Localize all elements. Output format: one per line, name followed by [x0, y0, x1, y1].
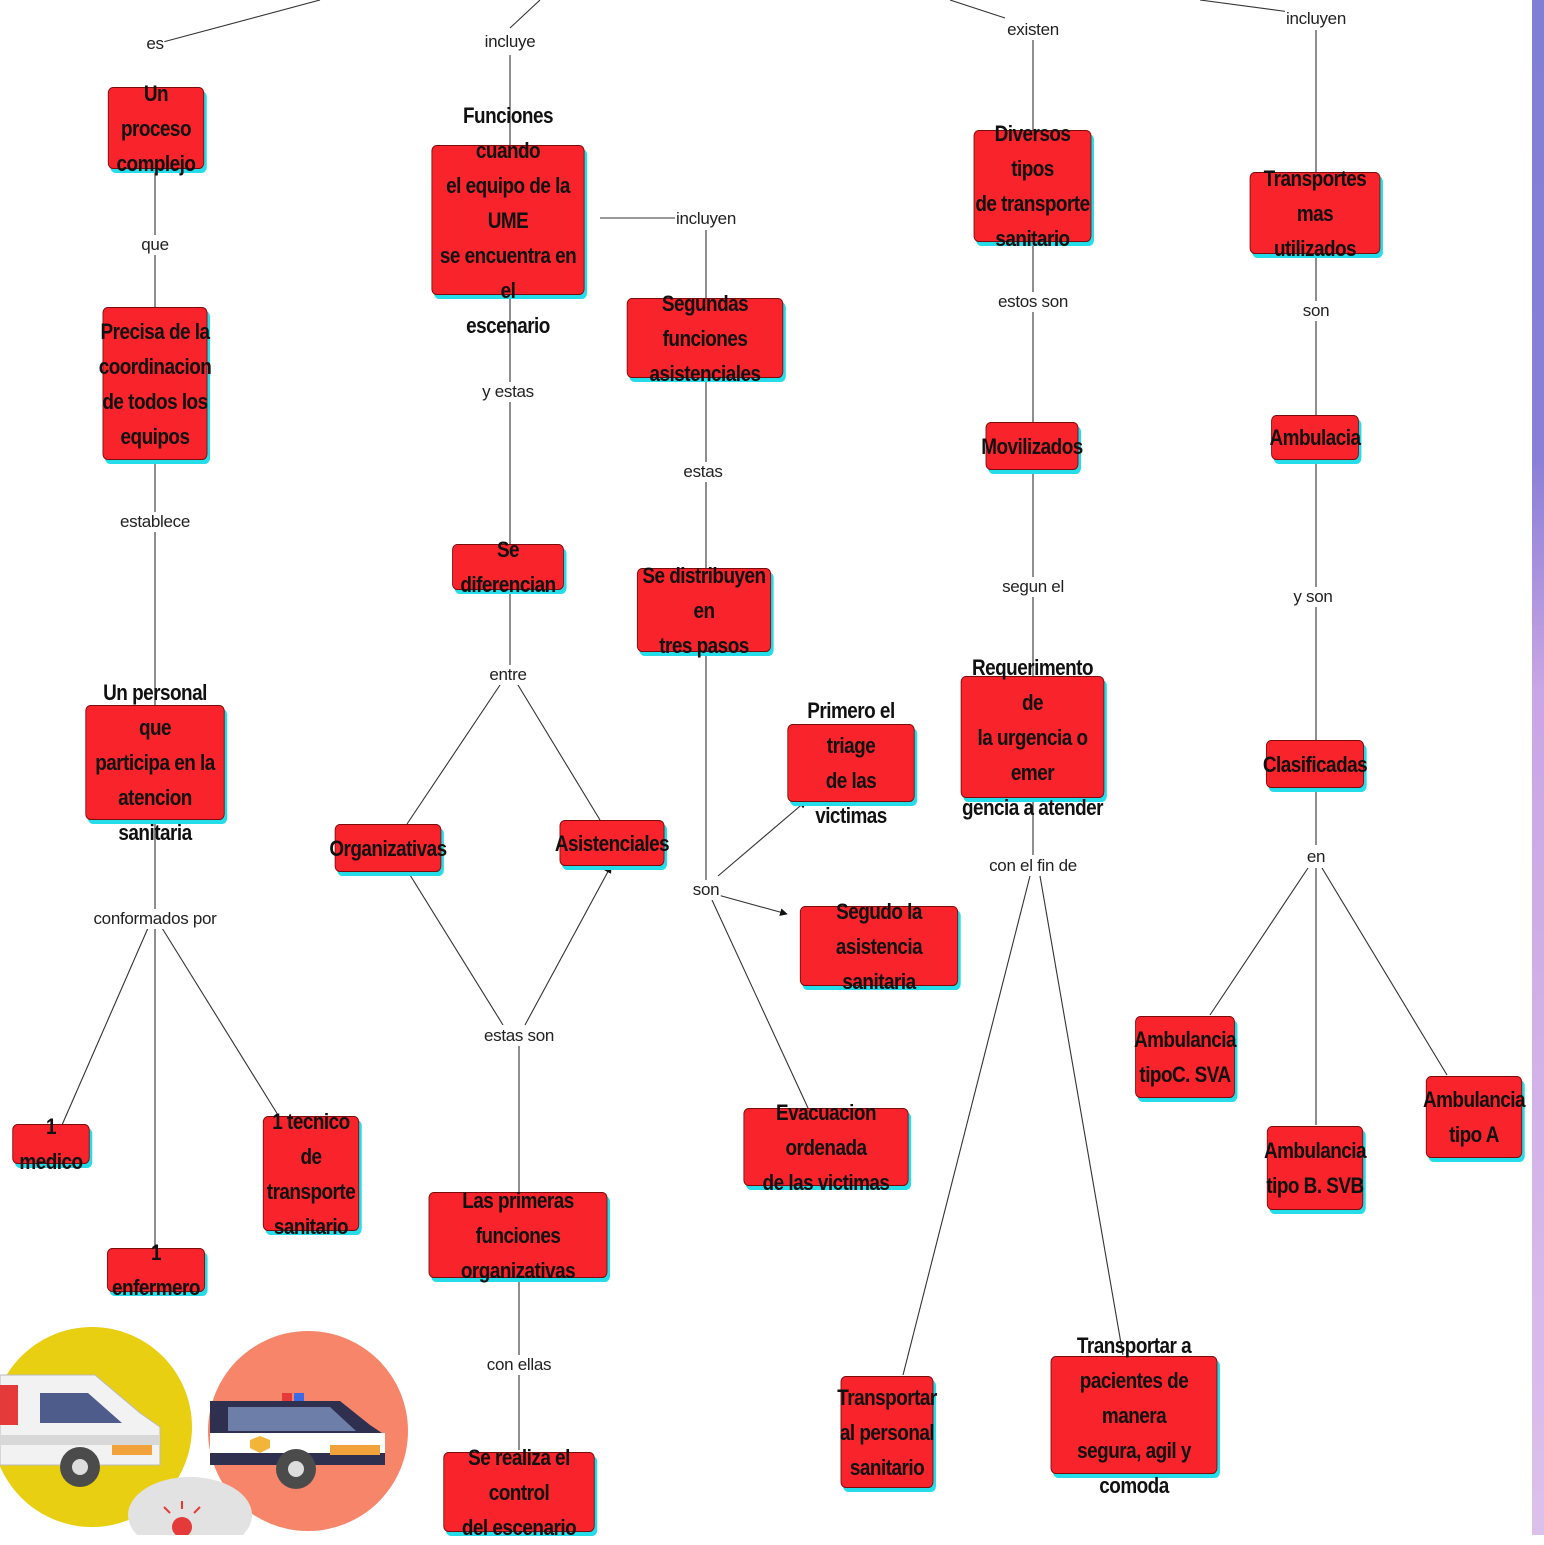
node-asistenciales[interactable]: Asistenciales [555, 820, 670, 866]
node-personal-atencion[interactable]: Un personal que participa en la atencion… [85, 680, 225, 845]
label-entre: entre [488, 665, 528, 685]
node-transportes-mas-utilizados[interactable]: Transportes mas utilizados [1249, 166, 1381, 261]
label-y-son: y son [1292, 587, 1334, 607]
label-incluyen-1: incluyen [675, 209, 737, 229]
node-movilizados[interactable]: Movilizados [981, 422, 1083, 470]
label-con-el-fin-de: con el fin de [988, 856, 1078, 876]
label-incluye: incluye [483, 32, 537, 52]
label-en: en [1305, 847, 1327, 867]
decorative-side-strip [1532, 0, 1544, 1535]
node-ambulacia[interactable]: Ambulacia [1269, 415, 1361, 460]
node-funciones-ume[interactable]: Funciones cuando el equipo de la UME se … [431, 103, 585, 338]
node-1-enfermero[interactable]: 1 enfermero [106, 1240, 206, 1300]
label-es: es [145, 34, 165, 54]
label-incluyen-2: incluyen [1285, 9, 1347, 29]
siren-icon [128, 1477, 252, 1535]
label-son-1: son [691, 880, 721, 900]
node-se-diferencian[interactable]: Se diferencian [452, 537, 564, 597]
label-con-ellas: con ellas [485, 1355, 553, 1375]
node-diversos-tipos[interactable]: Diversos tipos de transporte sanitario [973, 121, 1092, 251]
label-y-estas: y estas [481, 382, 535, 402]
label-segun-el: segun el [1001, 577, 1065, 597]
ambulance-illustration [0, 1327, 408, 1535]
node-control-escenario[interactable]: Se realiza el control del escenario [443, 1445, 595, 1540]
label-estas: estas [682, 462, 724, 482]
node-ambulancia-c[interactable]: Ambulancia tipoC. SVA [1134, 1016, 1237, 1098]
node-triage[interactable]: Primero el triage de las victimas [787, 698, 915, 828]
node-organizativas[interactable]: Organizativas [329, 824, 447, 872]
label-conformados-por: conformados por [92, 909, 218, 929]
node-ambulancia-b[interactable]: Ambulancia tipo B. SVB [1264, 1126, 1367, 1210]
police-car-icon [210, 1393, 385, 1489]
node-1-tecnico[interactable]: 1 tecnico de transporte sanitario [262, 1109, 360, 1239]
node-transportar-personal[interactable]: Transportar al personal sanitario [837, 1376, 937, 1488]
node-asistencia-sanitaria[interactable]: Segudo la asistencia sanitaria [799, 899, 959, 994]
node-evacuacion[interactable]: Evacuacion ordenada de las victimas [743, 1100, 909, 1195]
label-estos-son: estos son [996, 292, 1070, 312]
node-transportar-pacientes[interactable]: Transportar a pacientes de manera segura… [1050, 1333, 1218, 1498]
node-ambulancia-a[interactable]: Ambulancia tipo A [1423, 1076, 1526, 1158]
label-que: que [140, 235, 170, 255]
label-son-2: son [1301, 301, 1331, 321]
node-requerimento[interactable]: Requerimento de la urgencia o emer genci… [960, 654, 1105, 820]
node-segundas-funciones[interactable]: Segundas funciones asistenciales [626, 291, 784, 386]
node-se-distribuyen[interactable]: Se distribuyen en tres pasos [636, 563, 772, 658]
node-1-medico[interactable]: 1 medico [12, 1114, 90, 1174]
node-precisa-coordinacion[interactable]: Precisa de la coordinacion de todos los … [99, 307, 212, 460]
node-clasificadas[interactable]: Clasificadas [1263, 740, 1368, 788]
label-existen: existen [1006, 20, 1060, 40]
label-establece: establece [118, 512, 192, 532]
node-primeras-funciones[interactable]: Las primeras funciones organizativas [428, 1188, 608, 1283]
node-proceso-complejo[interactable]: Un proceso complejo [107, 81, 205, 176]
label-estas-son: estas son [482, 1026, 556, 1046]
white-ambulance-icon [0, 1374, 161, 1487]
